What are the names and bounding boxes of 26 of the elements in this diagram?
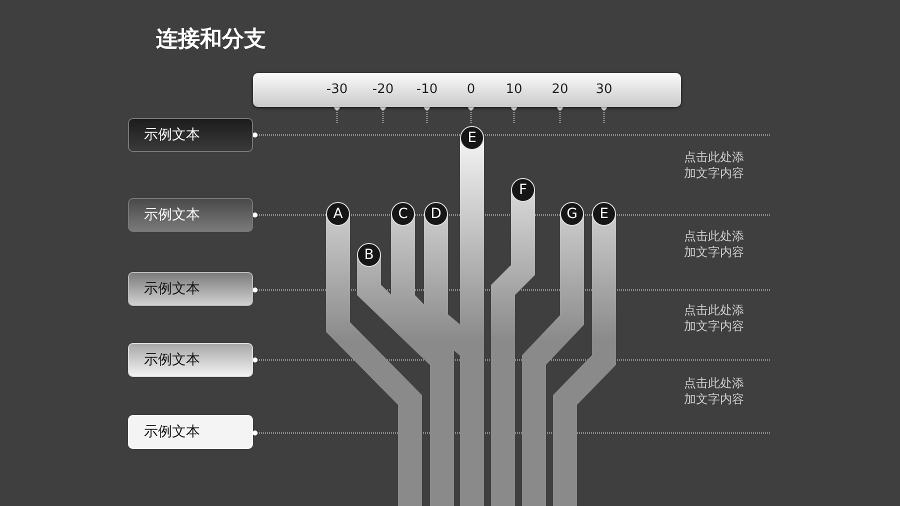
scale-value: 30 (596, 82, 612, 97)
letter-circle: D (424, 202, 448, 226)
letter-circle: A (326, 202, 350, 226)
note-text: 点击此处添加文字内容 (684, 149, 745, 181)
letter-circle: B (357, 243, 381, 267)
scale-value: -10 (416, 82, 438, 97)
scale-bar (253, 73, 681, 107)
diagram-title: 连接和分支 (156, 26, 266, 54)
label-box: 示例文本 (128, 118, 253, 152)
scale-value: 0 (466, 82, 476, 97)
note-text: 点击此处添加文字内容 (684, 302, 745, 334)
scale-value: -20 (372, 82, 394, 97)
letter-circle: G (560, 202, 584, 226)
scale-value: 10 (506, 82, 522, 97)
label-box: 示例文本 (128, 198, 253, 232)
letter-circle: C (391, 202, 415, 226)
label-box: 示例文本 (128, 272, 253, 306)
label-box: 示例文本 (128, 343, 253, 377)
letter-circle: F (511, 178, 535, 202)
letter-circle: E (460, 126, 484, 150)
note-text: 点击此处添加文字内容 (684, 228, 745, 260)
note-text: 点击此处添加文字内容 (684, 375, 745, 407)
scale-value: -30 (326, 82, 348, 97)
scale-value: 20 (552, 82, 568, 97)
label-box: 示例文本 (128, 415, 253, 449)
letter-circle: E (592, 202, 616, 226)
